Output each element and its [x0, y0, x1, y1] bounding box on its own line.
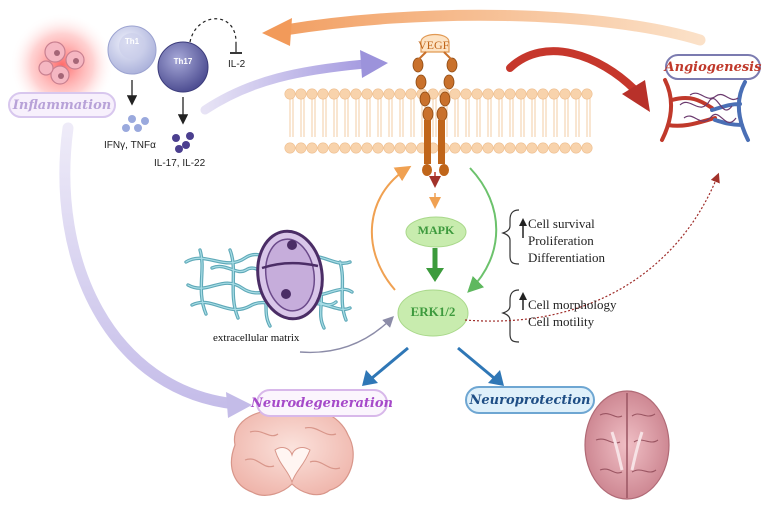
- ecm-to-erk-arrow: [299, 316, 394, 354]
- erk-to-angiogenesis-arrow: [464, 172, 720, 322]
- ecm-label: extracellular matrix: [213, 332, 300, 344]
- cell-membrane: [284, 88, 593, 154]
- erk-label: ERK1/2: [410, 304, 456, 319]
- receptor-to-erk-arrow: [467, 167, 498, 293]
- neuroprotection-label: Neuroprotection: [465, 386, 595, 414]
- mapk-label: MAPK: [417, 223, 455, 237]
- il2-label: IL-2: [228, 59, 246, 70]
- vegf-receptor: [412, 33, 458, 176]
- mapk-effects-bracket: [501, 209, 520, 265]
- erk-effects-list: Cell morphology Cell motility: [528, 296, 616, 330]
- th17-label: Th17: [173, 57, 193, 66]
- erk-effects-bracket: [501, 289, 520, 343]
- erk-to-neuroprotection-arrow: [457, 346, 504, 386]
- inflammation-to-vegf-arrow: [200, 50, 388, 115]
- th1-cytokine-dots: [122, 115, 149, 132]
- effect-cell-motility: Cell motility: [528, 314, 595, 329]
- effect-cell-survival: Cell survival: [528, 216, 595, 231]
- effect-differentiation: Differentiation: [528, 250, 606, 265]
- vegf-label: VEGF: [418, 38, 450, 52]
- blood-vessel-network: [660, 78, 750, 142]
- inflammation-cells: [10, 13, 114, 117]
- effect-cell-morphology: Cell morphology: [528, 297, 617, 312]
- th17-inhibits-il2: [189, 18, 242, 54]
- th1-cytokines-label: IFNγ, TNFα: [104, 140, 156, 151]
- th17-cytokine-dots: [172, 132, 194, 153]
- erk-to-neurodegeneration-arrow: [362, 346, 409, 386]
- angiogenesis-label: Angiogenesis: [665, 54, 761, 80]
- mapk-effects-list: Cell survival Proliferation Differentiat…: [528, 215, 605, 266]
- effect-proliferation: Proliferation: [528, 233, 594, 248]
- degenerating-brain: [230, 407, 354, 496]
- healthy-brain: [584, 390, 670, 500]
- th1-cell: [107, 25, 157, 75]
- th1-label: Th1: [124, 37, 140, 46]
- up-arrow-icon: [519, 218, 527, 238]
- erk-to-receptor-arrow: [370, 165, 412, 291]
- mapk-to-erk-arrow: [426, 248, 444, 282]
- erk-node: [397, 289, 469, 337]
- inflammation-label: Inflammation: [8, 92, 116, 118]
- up-arrow-icon: [519, 292, 527, 310]
- neurodegeneration-label: Neurodegeneration: [251, 389, 393, 417]
- feedback-arrow-orange: [262, 9, 706, 46]
- adherent-cell: [256, 229, 324, 321]
- mapk-node: [405, 216, 467, 248]
- inflammation-to-neurodegeneration-arrow: [59, 122, 252, 418]
- th17-cytokines-label: IL-17, IL-22: [154, 158, 206, 169]
- vegf-to-angiogenesis-arrow: [506, 47, 650, 112]
- th17-cell: [157, 41, 209, 93]
